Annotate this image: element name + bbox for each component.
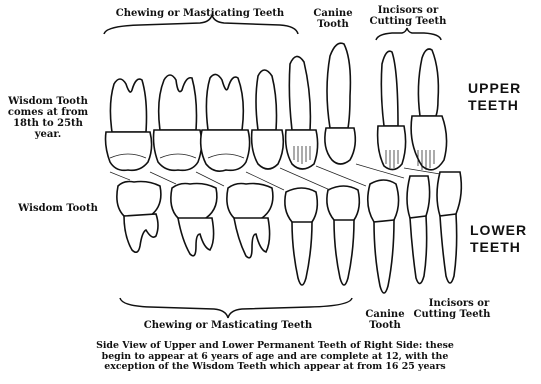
label-chewing-bottom: Chewing or Masticating Teeth bbox=[130, 320, 326, 331]
figure-caption: Side View of Upper and Lower Permanent T… bbox=[20, 341, 530, 373]
label-wisdom-upper-line1: Wisdom Tooth bbox=[2, 96, 94, 107]
label-wisdom-upper-line4: year. bbox=[2, 129, 94, 140]
label-lower-line2: TEETH bbox=[470, 239, 521, 255]
lower-wisdom-tooth bbox=[117, 182, 161, 253]
label-incisors-bottom-line2: Cutting Teeth bbox=[400, 309, 504, 320]
label-canine-top-line2: Tooth bbox=[308, 19, 358, 30]
lower-second-molar bbox=[171, 184, 217, 256]
label-canine-top-line1: Canine bbox=[308, 8, 358, 19]
upper-lateral-incisor bbox=[378, 51, 406, 169]
label-canine-bottom-line1: Canine bbox=[360, 309, 410, 320]
upper-wisdom-tooth bbox=[106, 79, 152, 170]
lower-first-molar bbox=[227, 184, 273, 258]
lower-central-incisor bbox=[437, 172, 461, 283]
brace-chewing-bottom bbox=[120, 298, 352, 318]
label-upper-line1: UPPER bbox=[468, 80, 521, 96]
brace-incisors-top bbox=[376, 28, 441, 40]
lower-canine-tooth bbox=[368, 180, 399, 293]
lower-second-premolar bbox=[285, 188, 317, 285]
lower-lateral-incisor bbox=[407, 176, 430, 284]
upper-second-molar bbox=[154, 75, 202, 170]
upper-first-molar bbox=[201, 74, 250, 171]
label-wisdom-upper-line3: 18th to 25th bbox=[2, 118, 94, 129]
upper-central-incisor bbox=[411, 49, 446, 170]
caption-line-1: Side View of Upper and Lower Permanent T… bbox=[20, 341, 530, 352]
label-chewing-top: Chewing or Masticating Teeth bbox=[100, 8, 300, 19]
label-wisdom-upper-line2: comes at from bbox=[2, 107, 94, 118]
label-wisdom-lower: Wisdom Tooth bbox=[2, 203, 114, 214]
upper-canine-tooth bbox=[325, 43, 355, 164]
label-lower-line1: LOWER bbox=[470, 222, 527, 238]
label-incisors-bottom-line1: Incisors or bbox=[414, 298, 504, 309]
caption-line-3: exception of the Wisdom Teeth which appe… bbox=[20, 362, 530, 373]
label-incisors-top-line2: Cutting Teeth bbox=[368, 16, 448, 27]
label-upper-line2: TEETH bbox=[468, 97, 519, 113]
upper-second-premolar bbox=[252, 70, 284, 169]
label-incisors-top-line1: Incisors or bbox=[368, 5, 448, 16]
upper-first-premolar bbox=[286, 56, 318, 169]
label-canine-bottom-line2: Tooth bbox=[360, 320, 410, 331]
lower-first-premolar bbox=[327, 186, 359, 285]
